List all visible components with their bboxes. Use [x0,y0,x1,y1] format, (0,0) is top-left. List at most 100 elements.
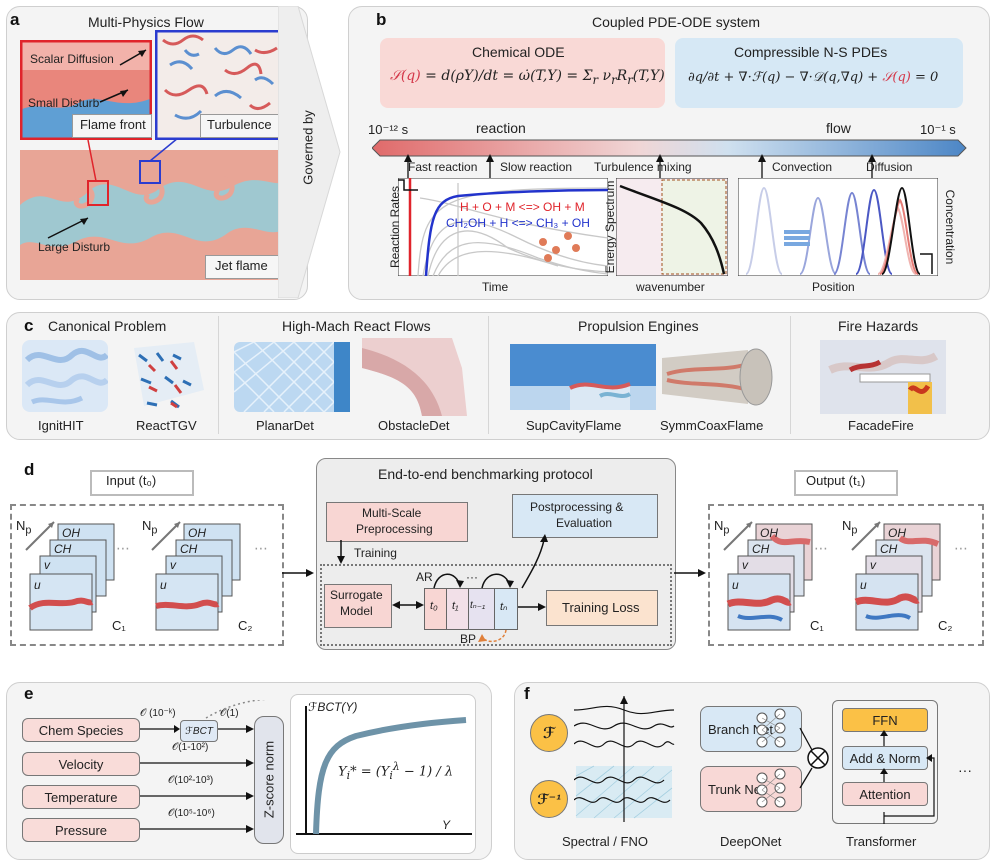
scalar-arrows [99,49,147,103]
deeponet-nets [756,708,829,808]
inverse-fourier-circle: ℱ⁻¹ [530,780,568,818]
ns-pde-equation: ∂q/∂t + ∇·ℱ(q) − ∇·𝒟(q,∇q) + 𝒮(q) = 0 [688,70,939,85]
panel-a-title: Multi-Physics Flow [88,14,204,30]
output2-np: Np [842,518,857,537]
output-np-letter: N [714,518,724,533]
input-title: Input (t₀) [106,473,157,488]
zscore-box [254,716,284,844]
large-disturb-arrow [47,217,89,239]
time-max-label: 10⁻¹ s [920,122,956,137]
scalar-diffusion-label: Scalar Diffusion [30,52,114,66]
arrow-protocol-to-output [674,569,706,577]
step-tn-label: tₙ [500,601,508,613]
inverse-fourier-symbol: ℱ⁻¹ [537,790,561,807]
var-chem-species-label: Chem Species [38,722,124,738]
flame-front-label-box [72,114,152,138]
ignithit-image [22,340,108,412]
input-c2: C₂ [238,618,253,633]
order-temperature: 𝒪(10²-10³) [168,775,214,786]
output2-np-letter: N [842,518,852,533]
bct-plot [296,706,472,835]
ns-pde-title: Compressible N-S PDEs [734,44,888,60]
input2-layer-ch: CH [180,542,198,556]
energy-spectrum-plot [616,178,728,276]
group-fire: Fire Hazards [838,318,919,334]
facadefire-image [820,340,946,414]
concentration-plot [738,178,938,276]
turbulence-label-box [200,114,282,138]
surrogate-label-2: Model [340,604,373,618]
preprocessing-label-2: Preprocessing [356,522,433,536]
reaction-label: reaction [476,120,526,136]
var-temperature-label: Temperature [44,789,118,805]
input-layer-oh: OH [62,526,80,540]
postprocessing-label-2: Evaluation [556,516,613,530]
input-layer-v: v [44,558,50,572]
input2-np: Np [142,518,157,537]
chemical-ode-equation: 𝒮(q) = d(ρY)/dt = ω̇(T,Y) = Σr νrRr(T,Y) [390,68,665,87]
label-planardet: PlanarDet [256,418,314,433]
output-title-box [794,470,898,496]
preprocessing-box [326,502,468,542]
surrogate-label-1: Surrogate [330,588,383,602]
fno-label: Spectral / FNO [562,834,648,849]
label-facadefire: FacadeFire [848,418,914,433]
reacttgv-image [134,342,204,409]
output-frame [708,504,984,646]
output-layer-u: u [732,578,739,592]
turbulence-label: Turbulence [207,117,272,132]
addnorm-box: Add & Norm [842,746,928,770]
transformer-arrows [880,730,935,824]
ar-dots: ··· [466,570,478,584]
flame-front-label: Flame front [80,117,146,132]
input-layer-u: u [34,578,41,592]
panel-b-label: b [376,10,387,29]
input-title-box [90,470,194,496]
slow-reaction-label: Slow reaction [500,160,573,174]
obstacledet-image [362,338,467,416]
attention-box: Attention [842,782,928,806]
input-ellipsis-2: ⋯ [254,540,268,556]
output2-layer-ch: CH [880,542,898,556]
input-np-sub: p [25,524,32,537]
bct-ylabel: ℱBCT(Y) [308,700,358,714]
fno-waves [574,696,675,822]
panel-e-label: e [24,684,34,703]
supcavityflame-image [510,344,656,410]
output2-layer-oh: OH [888,526,906,540]
inner-dashed-box [320,564,672,646]
label-symmcoaxflame: SymmCoaxFlame [660,418,764,433]
bct-box: ℱBCT [180,720,218,742]
order-chem: 𝒪 (10⁻ᵏ) [140,708,176,719]
output-ellipsis-2: ⋯ [954,540,968,556]
group-propulsion: Propulsion Engines [578,318,699,334]
input-stack-c1 [25,521,115,631]
group-high-mach: High-Mach React Flows [282,318,431,334]
transformer-frame [832,700,938,824]
output-ellipsis: ⋯ [814,540,828,556]
steps-to-postproc-arrow [521,534,548,589]
label-obstacledet: ObstacleDet [378,418,450,433]
arrow-input-to-protocol [282,569,314,577]
chemical-ode-box [380,38,665,108]
var-pressure-label: Pressure [54,822,108,838]
transformer-dots: ··· [958,762,972,778]
preprocessing-label-1: Multi-Scale [362,506,422,520]
timescale-arrows [404,154,876,178]
deeponet-label: DeepONet [720,834,782,849]
time-min-label: 10⁻¹² s [368,122,409,137]
var-velocity-label: Velocity [58,756,104,772]
input-np-letter: N [16,518,26,533]
var-pressure: Pressure [22,818,140,842]
timescale-bar [372,139,967,157]
output-np-sub: p [723,524,730,537]
transformer-label: Transformer [846,834,917,849]
symmcoaxflame-image [662,348,773,406]
e-arrows [140,700,266,833]
panel-c-label: c [24,316,34,335]
zscore-label: Z-score norm [261,740,277,819]
output-stack-c2 [851,521,941,631]
training-loss-label: Training Loss [562,600,640,615]
output-layer-ch: CH [752,542,770,556]
divider-3 [790,316,791,434]
